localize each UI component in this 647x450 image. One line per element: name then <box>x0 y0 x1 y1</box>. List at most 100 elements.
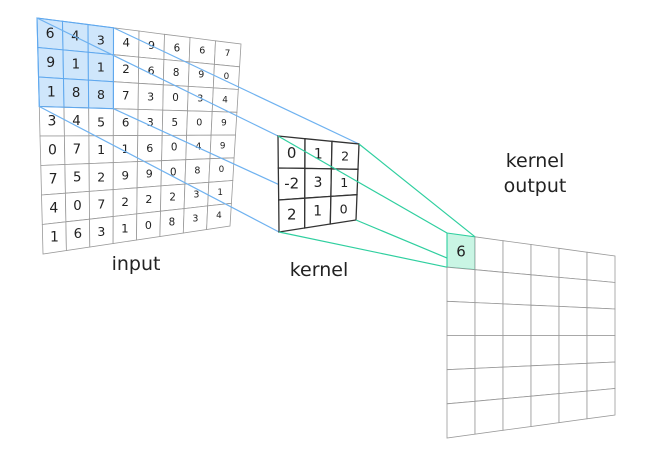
input-cell-value: 2 <box>169 192 176 204</box>
output-cell <box>558 276 588 309</box>
input-cell-value: 3 <box>97 224 105 239</box>
input-cell-value: 0 <box>219 165 225 175</box>
input-cell-value: 4 <box>49 201 58 217</box>
output-cell <box>502 240 532 276</box>
output-cell <box>474 269 504 305</box>
output-cell <box>474 366 504 402</box>
output-cell <box>502 395 532 431</box>
projection-line-green <box>278 231 448 268</box>
kernel-cell-value: 1 <box>313 204 322 220</box>
output-cell <box>530 364 560 397</box>
input-cell-value: 9 <box>122 168 130 182</box>
output-cell <box>586 279 616 310</box>
input-cell-value: 6 <box>46 26 55 42</box>
input-cell-value: 8 <box>169 216 176 228</box>
input-cell-value: 6 <box>122 115 130 129</box>
input-cell-value: 1 <box>217 188 223 198</box>
output-cell <box>558 362 588 395</box>
output-cell <box>530 304 560 336</box>
output-cell <box>558 335 588 366</box>
output-cell-value: 6 <box>456 243 466 261</box>
input-cell-value: 7 <box>49 172 58 188</box>
output-cell <box>502 335 532 368</box>
input-cell-value: 5 <box>73 171 81 186</box>
input-cell-value: 1 <box>122 142 130 156</box>
output-grid: 6 <box>446 232 616 439</box>
output-cell <box>446 400 476 439</box>
output-cell <box>586 335 616 364</box>
input-cell-value: 1 <box>97 142 105 157</box>
output-cell <box>474 302 504 336</box>
input-cell-value: 7 <box>73 142 81 157</box>
input-cell-value: 3 <box>147 116 154 129</box>
input-cell-value: 2 <box>122 62 130 76</box>
input-cell-value: 8 <box>173 67 180 79</box>
input-cell-value: 2 <box>145 193 152 206</box>
kernel-cell-value: 2 <box>341 148 349 163</box>
input-cell <box>206 202 232 230</box>
input-cell-value: 0 <box>172 92 179 104</box>
kernel-output-label-line1: kernel <box>506 150 565 172</box>
input-cell-value: 9 <box>221 119 227 129</box>
kernel-cell-value: 3 <box>314 175 323 191</box>
input-cell-value: 8 <box>97 87 105 102</box>
output-cell <box>530 393 560 427</box>
projection-line-green <box>358 143 476 238</box>
kernel-cell-value: 2 <box>287 206 297 224</box>
input-cell-value: 0 <box>196 118 202 129</box>
input-cell-value: 4 <box>122 36 130 50</box>
input-cell-value: 6 <box>199 46 205 57</box>
input-cell-value: 0 <box>171 142 178 154</box>
input-cell-value: 3 <box>147 90 154 103</box>
input-cell-value: 5 <box>97 115 105 130</box>
input-cell-value: 0 <box>170 167 177 179</box>
output-cell <box>558 305 588 336</box>
input-cell-value: 3 <box>197 94 203 105</box>
input-cell-value: 5 <box>172 117 179 129</box>
output-cell <box>446 335 476 371</box>
output-cell <box>502 365 532 400</box>
input-cell-value: 8 <box>194 166 200 177</box>
output-cell <box>586 307 616 336</box>
input-cell-value: 4 <box>222 95 228 105</box>
input-cell-value: 3 <box>193 190 199 201</box>
output-cell <box>530 274 560 307</box>
projection-line-blue <box>38 105 280 233</box>
output-cell <box>558 247 588 281</box>
output-cell <box>586 388 616 420</box>
input-cell-value: 9 <box>46 55 55 71</box>
output-cell <box>586 361 616 392</box>
output-cell <box>446 300 476 336</box>
output-cell <box>558 390 588 424</box>
output-cell <box>474 398 504 435</box>
input-cell-value: 1 <box>97 60 105 75</box>
projection-line-green <box>277 135 448 234</box>
projection-line-blue <box>36 17 279 137</box>
kernel-cell-value: 0 <box>287 144 297 162</box>
input-cell-value: 9 <box>198 70 204 81</box>
input-cell-value: 0 <box>48 143 57 159</box>
input-cell-value: 7 <box>225 49 231 59</box>
input-cell-value: 0 <box>73 199 81 214</box>
input-cell-value: 3 <box>47 113 56 129</box>
input-cell-value: 4 <box>216 211 222 221</box>
input-cell-value: 7 <box>97 197 105 212</box>
output-cell <box>474 335 504 369</box>
kernel-cell-value: 1 <box>314 146 323 162</box>
input-cell-value: 6 <box>74 227 82 242</box>
input-cell-value: 3 <box>97 32 105 47</box>
output-cell <box>586 251 616 283</box>
input-cell-value: 9 <box>146 168 153 181</box>
input-cell-value: 0 <box>224 72 230 82</box>
kernel-label: kernel <box>290 259 349 281</box>
input-cell-value: 7 <box>122 89 130 103</box>
input-cell-value: 6 <box>148 65 155 78</box>
output-cell <box>446 367 476 405</box>
output-cell <box>502 271 532 306</box>
input-label: input <box>112 253 161 275</box>
kernel-output-label-line2: output <box>504 175 567 197</box>
output-cell <box>474 236 504 273</box>
output-cell <box>530 244 560 278</box>
input-cell-value: 6 <box>174 42 181 54</box>
